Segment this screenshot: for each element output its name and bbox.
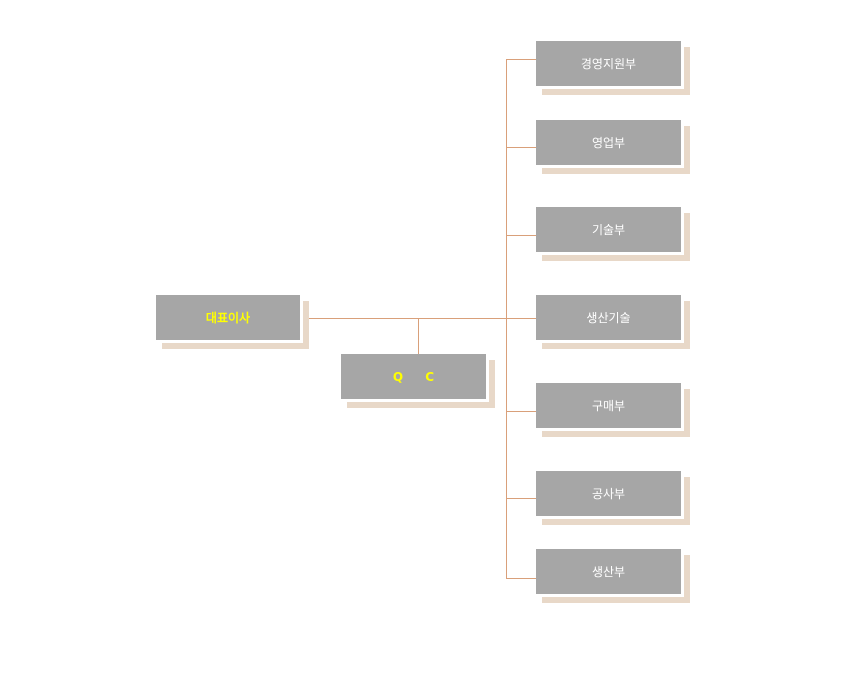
ceo-label: 대표이사	[156, 295, 303, 343]
branch-connector	[506, 59, 536, 60]
department-node-production-technology: 생산기술	[536, 295, 690, 349]
qc-connector-vertical	[418, 318, 419, 354]
department-node-purchasing: 구매부	[536, 383, 690, 437]
department-label: 구매부	[536, 383, 684, 431]
department-node-sales: 영업부	[536, 120, 690, 174]
department-label: 생산부	[536, 549, 684, 597]
department-trunk-vertical	[506, 59, 507, 578]
department-label: 생산기술	[536, 295, 684, 343]
department-node-construction: 공사부	[536, 471, 690, 525]
department-label: 영업부	[536, 120, 684, 168]
branch-connector	[506, 498, 536, 499]
department-node-management-support: 경영지원부	[536, 41, 690, 95]
branch-connector	[506, 147, 536, 148]
department-label: 경영지원부	[536, 41, 684, 89]
department-node-technology: 기술부	[536, 207, 690, 261]
branch-connector	[506, 235, 536, 236]
branch-connector	[506, 578, 536, 579]
department-label: 기술부	[536, 207, 684, 255]
qc-label: Q C	[341, 354, 489, 402]
department-node-production: 생산부	[536, 549, 690, 603]
branch-connector	[506, 411, 536, 412]
ceo-node: 대표이사	[156, 295, 309, 349]
qc-node: Q C	[341, 354, 495, 408]
department-label: 공사부	[536, 471, 684, 519]
